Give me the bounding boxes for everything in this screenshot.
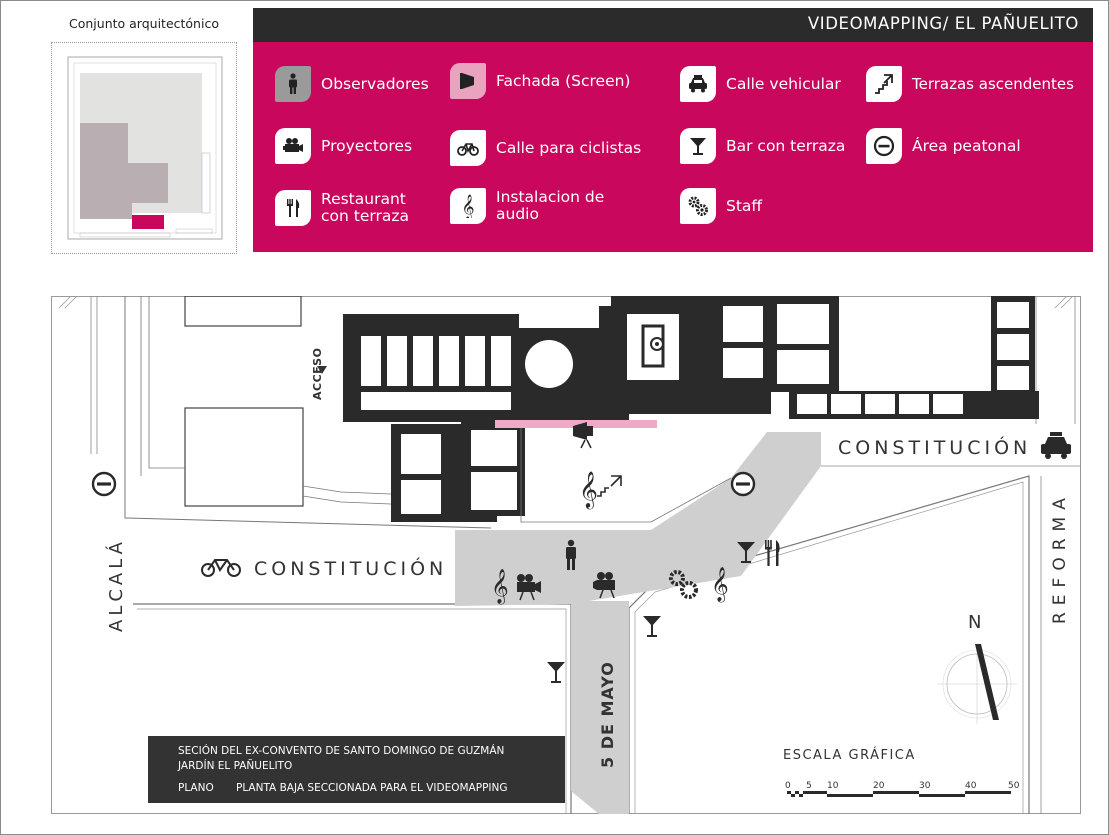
plano-label: PLANO [178, 782, 214, 794]
title-line-1: SECIÓN DEL EX-CONVENTO DE SANTO DOMINGO … [178, 745, 505, 757]
projector-icon [517, 574, 541, 601]
legend-header: VIDEOMAPPING/ EL PAÑUELITO [253, 8, 1093, 42]
legend-label: Fachada (Screen) [496, 71, 631, 90]
bicycle-icon [201, 559, 241, 577]
projector-icon [275, 128, 311, 164]
street-label-alcala: ALCALÁ [106, 538, 127, 632]
legend-item-terrazas: Terrazas ascendentes [866, 66, 1074, 102]
legend-item-restaurant: Restaurant con terraza [275, 190, 426, 226]
treble-clef-icon: 𝄞 [491, 569, 509, 605]
legend-item-audio: 𝄞 Instalacion de audio [450, 188, 616, 224]
treble-clef-icon: 𝄞 [579, 470, 598, 509]
scale-tick: 5 [806, 781, 812, 791]
svg-text:𝄞: 𝄞 [461, 194, 474, 218]
legend-item-proyectores: Proyectores [275, 128, 412, 164]
scale-tick: 40 [965, 781, 977, 791]
scale-bar [787, 791, 1011, 797]
scale-tick: 0 [785, 781, 791, 791]
gears-icon [680, 188, 716, 224]
keymap-plan [67, 56, 223, 240]
legend-label: Staff [726, 196, 763, 215]
person-icon [566, 539, 576, 570]
legend-label: Terrazas ascendentes [912, 74, 1074, 93]
scale-tick: 10 [827, 781, 839, 791]
cutlery-icon [275, 190, 311, 226]
acceso-arrow [317, 366, 327, 374]
legend-label: Calle vehicular [726, 74, 841, 93]
person-icon [275, 66, 311, 102]
no-entry-icon [730, 471, 756, 497]
scale-tick: 50 [1008, 781, 1020, 791]
keymap: Conjunto arquitectónico [51, 10, 237, 254]
legend-label: Área peatonal [912, 136, 1021, 155]
legend-label: Proyectores [321, 136, 413, 155]
legend-item-bar: Bar con terraza [680, 128, 845, 164]
keymap-figure [51, 42, 237, 254]
legend-panel: VIDEOMAPPING/ EL PAÑUELITO Observadores … [253, 8, 1093, 252]
cocktail-icon [680, 128, 716, 164]
keymap-title: Conjunto arquitectónico [69, 16, 219, 31]
no-entry-icon [866, 128, 902, 164]
screen-icon [450, 63, 486, 99]
scale-title: ESCALA GRÁFICA [783, 748, 916, 763]
street-label-constitucion-top: CONSTITUCIÓN [838, 437, 1032, 459]
gears-icon [669, 570, 698, 599]
bicycle-icon [450, 130, 486, 166]
projector-icon [593, 572, 615, 599]
screen-facade [495, 420, 657, 428]
legend-item-peatonal: Área peatonal [866, 128, 1021, 164]
title-line-2: JARDÍN EL PAÑUELITO [178, 760, 293, 772]
legend-item-staff: Staff [680, 188, 762, 224]
legend-item-observadores: Observadores [275, 66, 429, 102]
title-block: SECIÓN DEL EX-CONVENTO DE SANTO DOMINGO … [148, 736, 565, 803]
site-map: 𝄞 𝄞 𝄞 [51, 296, 1081, 814]
compass-north-label: N [968, 612, 982, 633]
car-icon [1041, 432, 1071, 459]
street-label-reforma: REFORMA [1050, 491, 1070, 624]
cocktail-icon [643, 616, 661, 637]
car-icon [680, 66, 716, 102]
legend-item-ciclistas: Calle para ciclistas [450, 130, 641, 166]
cutlery-icon [765, 540, 780, 566]
treble-clef-icon: 𝄞 [450, 188, 486, 224]
legend-item-fachada: Fachada (Screen) [450, 63, 630, 99]
stairs-icon [866, 66, 902, 102]
stairs-icon [597, 475, 622, 497]
cocktail-icon [737, 542, 755, 563]
acceso-label: ACCESO [311, 347, 324, 400]
cocktail-icon [547, 662, 565, 683]
pedestrian-plaza [455, 432, 821, 606]
scale-tick: 30 [919, 781, 931, 791]
legend-label: Restaurant con terraza [321, 190, 409, 225]
plano-value: PLANTA BAJA SECCIONADA PARA EL VIDEOMAPP… [236, 782, 508, 794]
no-entry-icon [91, 471, 117, 497]
scale-tick: 20 [873, 781, 885, 791]
legend-title: VIDEOMAPPING/ EL PAÑUELITO [807, 14, 1079, 33]
street-label-constitucion-left: CONSTITUCIÓN [254, 558, 448, 580]
street-label-5-de-mayo: 5 DE MAYO [598, 661, 617, 768]
compass-rose [937, 644, 1017, 724]
legend-item-calle-vehicular: Calle vehicular [680, 66, 841, 102]
legend-label: Observadores [321, 74, 429, 93]
treble-clef-icon: 𝄞 [711, 567, 729, 603]
legend-label: Bar con terraza [726, 136, 846, 155]
legend-label: Instalacion de audio [496, 188, 605, 223]
projector-icon [573, 422, 593, 449]
legend-label: Calle para ciclistas [496, 138, 642, 157]
